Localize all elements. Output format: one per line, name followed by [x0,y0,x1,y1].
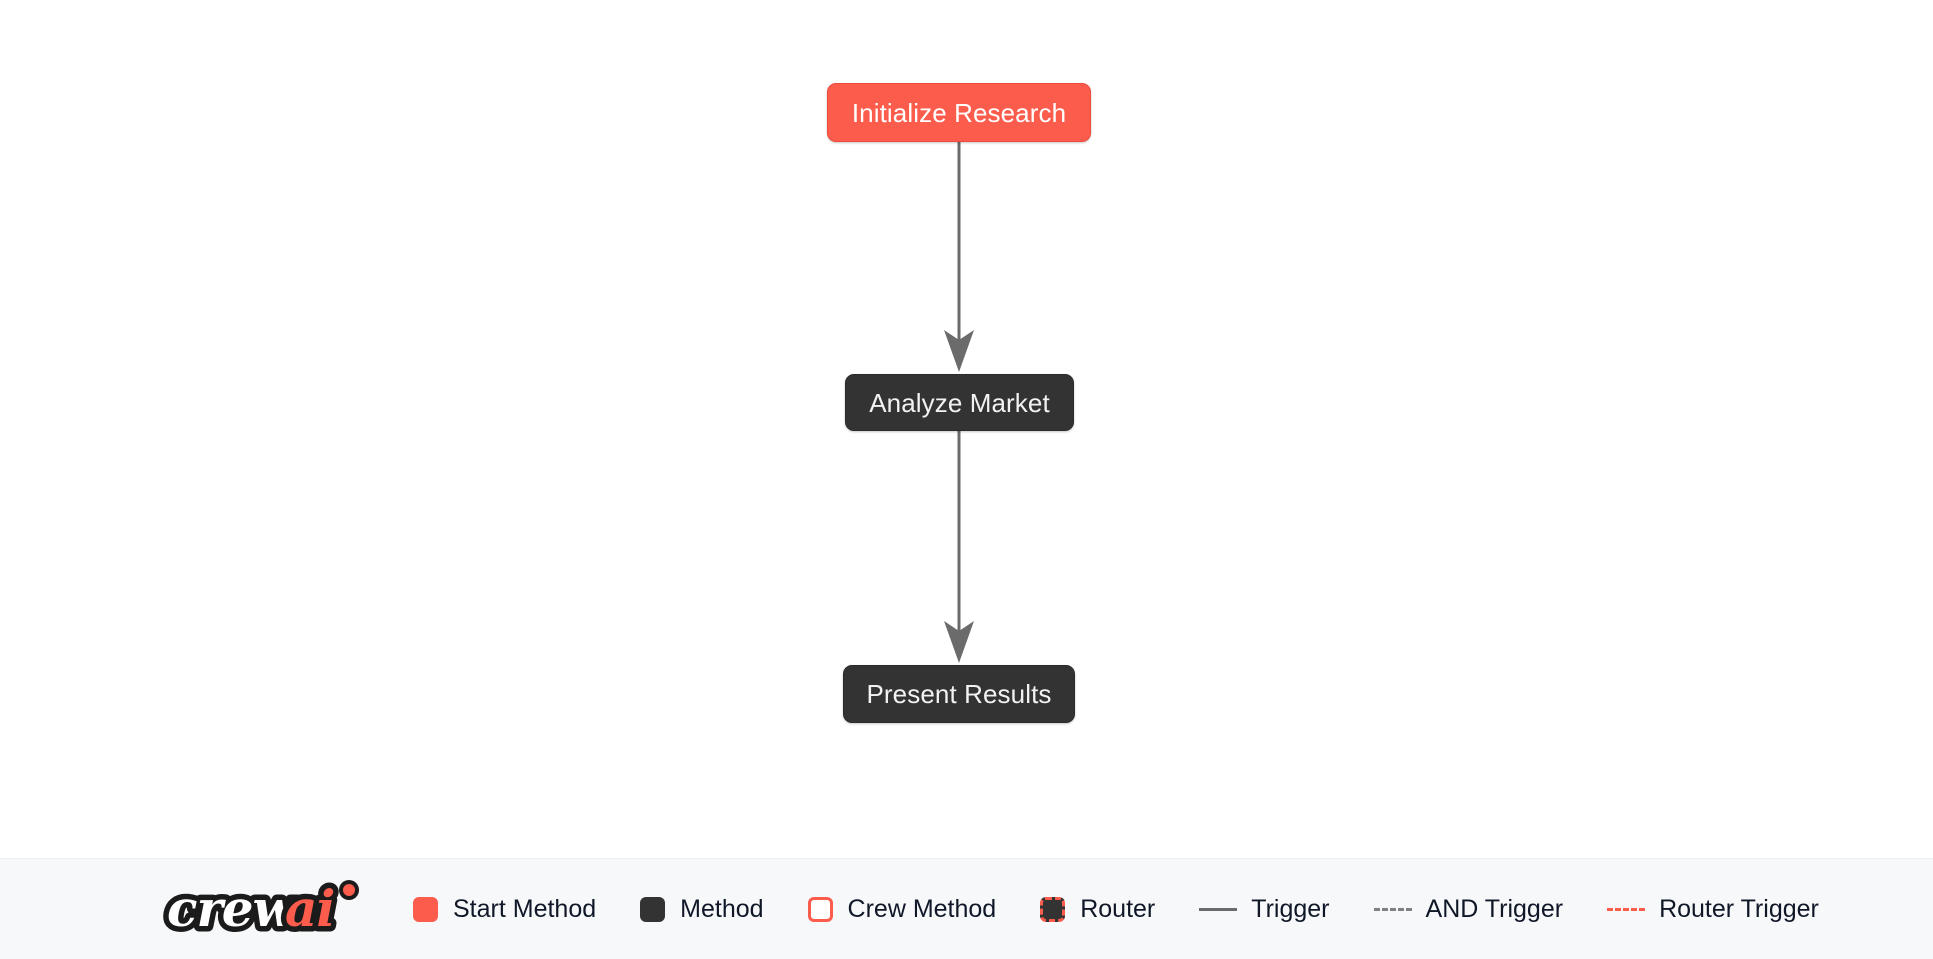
start-method-swatch-icon [413,896,438,922]
router-swatch-icon [1040,896,1066,922]
legend-label: Trigger [1251,894,1330,923]
legend-item-router: Router [1040,894,1156,923]
flow-node-initialize-research[interactable]: Initialize Research [827,83,1091,142]
and-trigger-line-icon [1373,907,1412,911]
crew-method-swatch-icon [807,896,833,922]
legend-item-crew-method: Crew Method [807,894,997,923]
legend-items: Start Method Method Crew Method Router T… [413,894,1819,923]
legend-item-start-method: Start Method [413,894,597,923]
legend-item-trigger: Trigger [1199,894,1330,923]
legend-item-and-trigger: AND Trigger [1373,894,1564,923]
flow-node-label: Initialize Research [851,97,1067,128]
logo-dot [343,884,355,896]
legend-label: Router Trigger [1659,894,1819,923]
router-trigger-line-icon [1607,907,1646,911]
legend-label: Start Method [453,894,597,923]
logo-outline-crew: crew [167,879,298,938]
flow-node-analyze-market[interactable]: Analyze Market [845,374,1074,431]
flow-node-present-results[interactable]: Present Results [843,665,1075,723]
legend-item-router-trigger: Router Trigger [1607,894,1819,923]
legend-item-method: Method [640,894,764,923]
legend-label: Crew Method [847,894,997,923]
edge-analyze-to-present [944,431,974,663]
flow-node-label: Analyze Market [869,387,1050,418]
legend-bar: crew crew ai ai Start Method Method [0,858,1933,959]
trigger-line-icon [1199,907,1238,911]
method-swatch-icon [640,896,666,922]
flow-canvas[interactable]: Initialize Research Analyze Market Prese… [0,0,1933,858]
edge-initialize-to-analyze [944,142,974,372]
legend-label: Router [1080,894,1156,923]
logo-outline-ai: ai [285,879,334,938]
legend-label: Method [680,894,764,923]
flow-node-label: Present Results [866,679,1052,709]
logo-text-crew: crew [167,879,298,938]
legend-label: AND Trigger [1425,894,1564,923]
crewai-logo: crew crew ai ai [163,878,375,940]
logo-text-ai: ai [285,879,334,938]
